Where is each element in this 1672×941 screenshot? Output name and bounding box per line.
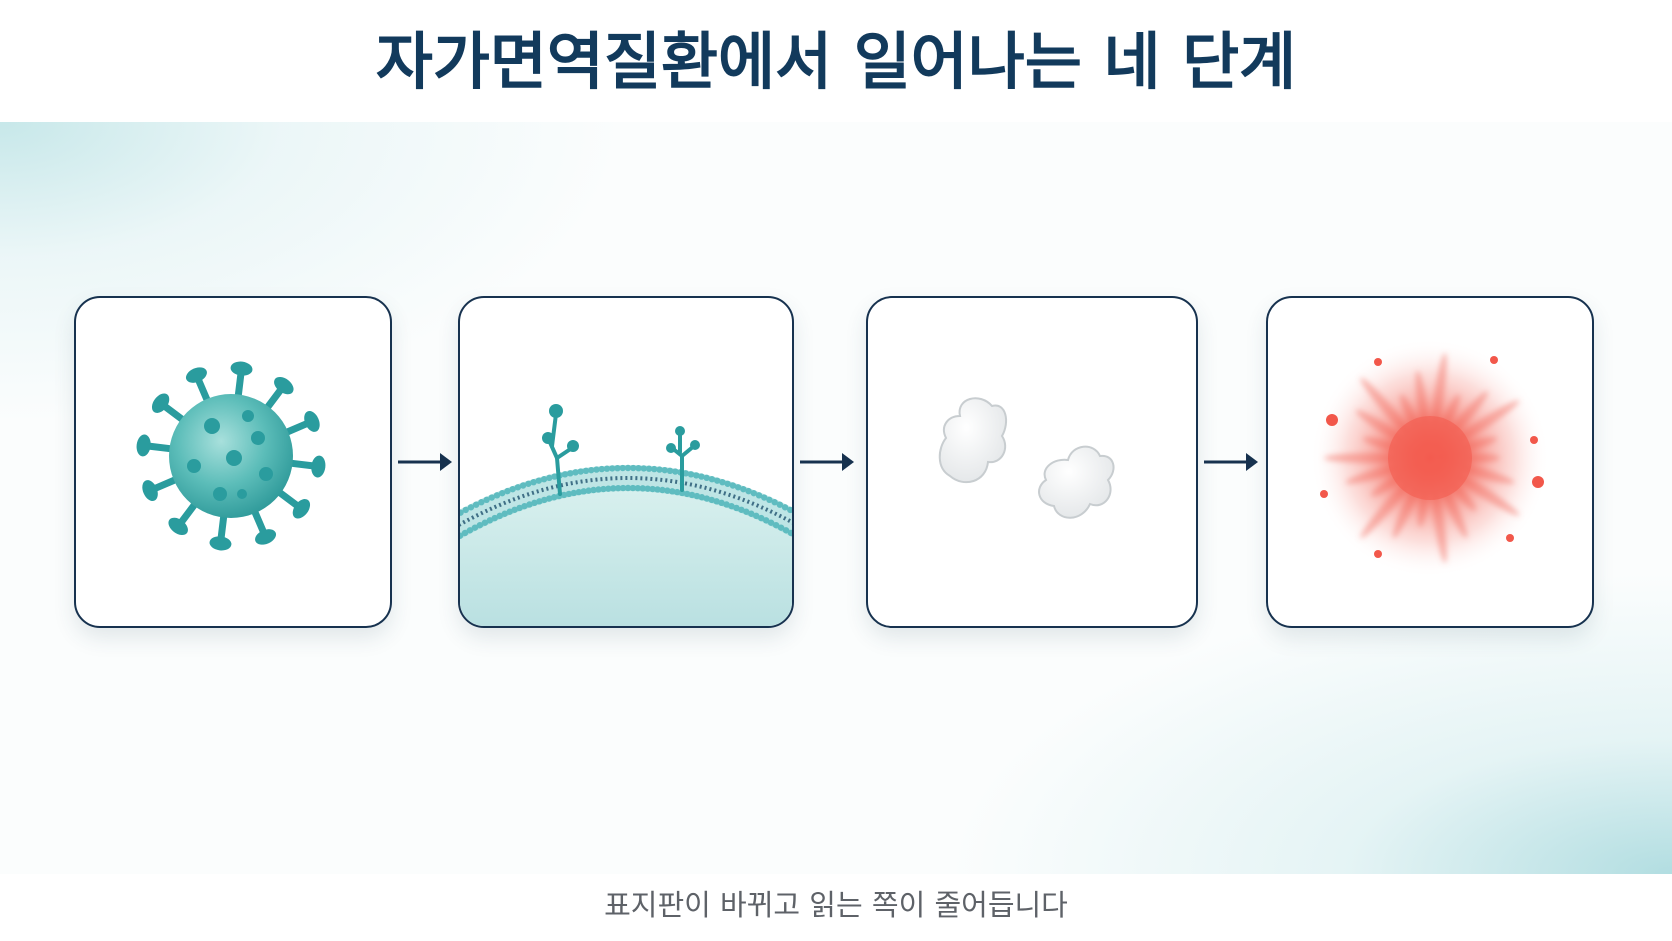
arrow-icon (398, 453, 452, 471)
step-panel-2 (458, 296, 794, 628)
step-panel-1 (74, 296, 392, 628)
arrow-icon (1204, 453, 1258, 471)
cell-membrane-receptor-icon (460, 404, 792, 626)
diagram-area (0, 122, 1672, 874)
page-title: 자가면역질환에서 일어나는 네 단계 (375, 25, 1297, 98)
arrow-icon (800, 453, 854, 471)
faded-cells-icon (938, 397, 1115, 519)
step-panel-4 (1266, 296, 1594, 628)
step-panel-3 (866, 296, 1198, 628)
inflammation-burst-icon (1310, 338, 1550, 578)
caption: 표지판이 바뀌고 읽는 쪽이 줄어듭니다 (604, 888, 1068, 922)
virus-icon (136, 361, 326, 551)
